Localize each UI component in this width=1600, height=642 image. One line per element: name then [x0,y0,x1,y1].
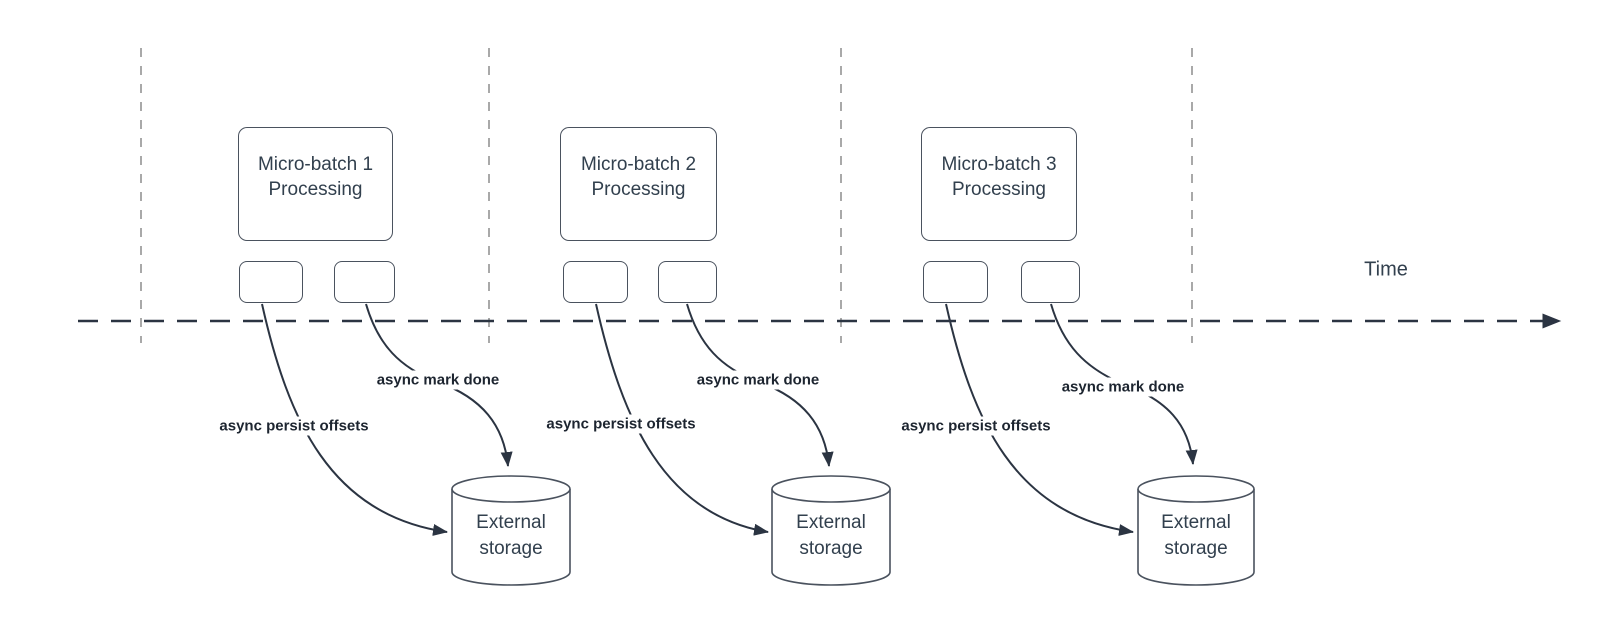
external-storage-cylinder-3 [1137,475,1255,586]
micro-batch-3-done-task-box [1021,261,1080,303]
micro-batch-2-subtitle: Processing [591,179,686,200]
micro-batch-1-offsets-task-box [239,261,303,303]
mark-done-label-3: async mark done [1057,377,1189,397]
micro-batch-3-offsets-task-box [923,261,988,303]
mark-done-label-1: async mark done [372,370,504,390]
cylinder-body [451,489,571,586]
persist-offsets-label-1: async persist offsets [215,416,373,436]
micro-batch-3-box: Micro-batch 3 Processing [921,127,1077,241]
micro-batch-1-subtitle: Processing [268,179,363,200]
external-storage-cylinder-2 [771,475,891,586]
micro-batch-2-box: Micro-batch 2 Processing [560,127,717,241]
external-storage-cylinder-1 [451,475,571,586]
micro-batch-3-subtitle: Processing [952,179,1046,200]
cylinder-body [771,489,891,586]
external-storage-label-2: External storage [796,512,866,559]
external-storage-label-1: External storage [476,512,546,559]
cylinder-body [1137,489,1255,586]
micro-batch-1-box: Micro-batch 1 Processing [238,127,393,241]
micro-batch-2-offsets-task-box [563,261,628,303]
persist-offsets-arrow-2 [595,303,769,536]
persist-offsets-label-3: async persist offsets [897,416,1055,436]
micro-batch-3-title: Micro-batch 3 [941,154,1057,175]
cylinder-top [451,475,571,503]
persist-offsets-arrow-3 [945,303,1134,536]
micro-batch-1-title: Micro-batch 1 [257,154,374,175]
time-axis-label: Time [1364,258,1408,281]
persist-offsets-label-2: async persist offsets [542,414,700,434]
external-storage-label-3: External storage [1161,512,1231,559]
mark-done-label-2: async mark done [692,370,824,390]
micro-batch-2-done-task-box [658,261,717,303]
persist-offsets-arrow-1 [261,303,448,536]
cylinder-top [1137,475,1255,503]
micro-batch-2-title: Micro-batch 2 [580,154,697,175]
micro-batch-1-done-task-box [334,261,395,303]
time-guide-lines [140,48,1193,343]
cylinder-top [771,475,891,503]
